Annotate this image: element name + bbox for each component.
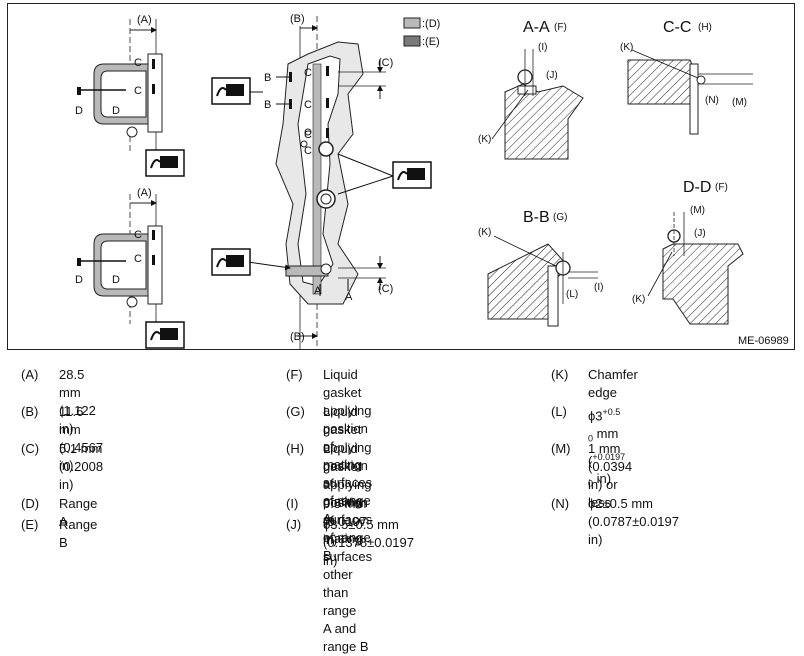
svg-text:(H): (H): [698, 22, 712, 33]
legend-key: (F): [286, 367, 303, 382]
section-b-b: B-B (G) (K) (L) (I): [478, 209, 603, 327]
section-a-a: A-A (F) (I) (J) (K): [478, 19, 584, 160]
svg-text:C-C: C-C: [663, 19, 691, 36]
svg-text:C: C: [304, 67, 312, 79]
svg-text:(A): (A): [137, 187, 152, 199]
legend-key: (N): [551, 496, 570, 511]
svg-text:(G): (G): [553, 212, 567, 223]
legend-value: Liquid gasket applying position of matin…: [323, 404, 373, 563]
legend-value: Liquid gasket applying position of matin…: [323, 367, 373, 526]
svg-text:B-B: B-B: [523, 209, 550, 226]
diagram-svg: (A) D D C C (A) D D C C: [75, 13, 789, 349]
svg-text:C: C: [304, 129, 312, 141]
svg-text:C: C: [134, 57, 142, 69]
svg-text:(M): (M): [690, 205, 705, 216]
legend-value: 1 mm (0.0394 in) or less: [588, 441, 633, 510]
svg-text:(F): (F): [554, 22, 567, 33]
svg-text:B: B: [264, 99, 271, 111]
swatch-legend: :(D) :(E): [403, 17, 440, 48]
gasket-icon-center-top: [211, 77, 251, 105]
svg-text:A-A: A-A: [523, 19, 550, 36]
legend-value: 28.5 mm (1.122 in): [59, 367, 96, 436]
legend-col-1: (A) 28.5 mm (1.122 in) (B) 11.6 mm (0.45…: [21, 366, 251, 550]
legend-value: 11.6 mm (0.4567 in): [59, 404, 104, 473]
gasket-icon-center-bottom: [211, 248, 251, 276]
left-top-detail: (A) D D C C: [75, 14, 163, 154]
svg-text:(K): (K): [478, 227, 491, 238]
legend-col-2: (F) Liquid gasket applying position of m…: [286, 366, 536, 654]
svg-text:C: C: [134, 229, 142, 241]
legend-value: Range A: [59, 496, 98, 529]
left-bottom-detail: (A) D D C C: [75, 187, 163, 324]
legend-key: (H): [286, 441, 305, 456]
gasket-icon-left-top: [145, 149, 185, 177]
legend-value: 0.5 mm (0.0197 in): [323, 496, 368, 547]
gasket-icon-center-mid: [392, 161, 432, 189]
svg-text:D-D: D-D: [683, 179, 711, 196]
svg-text:B: B: [264, 72, 271, 84]
legend-value: Chamfer edge: [588, 367, 638, 400]
svg-text:C: C: [134, 253, 142, 265]
legend-key: (D): [21, 496, 40, 511]
legend-col-3: (K) Chamfer edge (L) ϕ3+0.5 0 mm (+0.019…: [551, 366, 801, 547]
svg-text:A: A: [314, 285, 322, 297]
legend-key: (J): [286, 517, 302, 532]
legend-key: (B): [21, 404, 39, 419]
svg-text:(F): (F): [715, 182, 728, 193]
legend-key: (I): [286, 496, 299, 511]
legend-key: (A): [21, 367, 39, 382]
svg-text:(J): (J): [694, 228, 706, 239]
legend-key: (L): [551, 404, 567, 419]
legend-key: (M): [551, 441, 571, 456]
figure-code: ME-06989: [738, 335, 789, 347]
svg-text:D: D: [112, 105, 120, 117]
svg-text:(M): (M): [732, 97, 747, 108]
legend-value: 5.1 mm (0.2008 in): [59, 441, 104, 492]
technical-diagram: (A) D D C C (A) D D C C: [7, 3, 795, 350]
svg-text::(E): :(E): [422, 36, 440, 48]
legend-value: ϕ3+0.5 0 mm (+0.0197 0 in): [588, 407, 626, 489]
svg-text:A: A: [345, 291, 353, 303]
legend-key: (C): [21, 441, 40, 456]
svg-text:D: D: [112, 274, 120, 286]
svg-text:(B): (B): [290, 13, 305, 25]
gasket-icon-left-bottom: [145, 321, 185, 349]
center-housing: (B) (B) C C C C B B A A (C): [240, 13, 393, 349]
legend-value: ϕ3.5±0.5 mm (0.1378±0.0197 in): [323, 517, 414, 568]
section-d-d: D-D (F) (M) (J) (K): [632, 179, 744, 325]
svg-text:C: C: [304, 99, 312, 111]
legend-key: (K): [551, 367, 569, 382]
legend-key: (E): [21, 517, 39, 532]
legend-value: Range B: [59, 517, 98, 550]
svg-text::(D): :(D): [422, 18, 440, 30]
svg-text:(L): (L): [566, 289, 578, 300]
svg-text:(I): (I): [538, 42, 547, 53]
svg-text:(K): (K): [620, 42, 633, 53]
svg-text:C: C: [134, 85, 142, 97]
svg-text:(A): (A): [137, 14, 152, 26]
svg-text:(C): (C): [378, 283, 393, 295]
svg-text:(J): (J): [546, 70, 558, 81]
svg-text:(B): (B): [290, 331, 305, 343]
svg-text:(C): (C): [378, 57, 393, 69]
svg-text:D: D: [75, 274, 83, 286]
svg-text:D: D: [75, 105, 83, 117]
legend-key: (G): [286, 404, 305, 419]
section-c-c: C-C (H) (K) (N) (M): [620, 19, 753, 135]
svg-text:(K): (K): [632, 294, 645, 305]
svg-text:(N): (N): [705, 95, 719, 106]
svg-text:(I): (I): [594, 282, 603, 293]
svg-text:C: C: [304, 145, 312, 157]
svg-text:(K): (K): [478, 134, 491, 145]
